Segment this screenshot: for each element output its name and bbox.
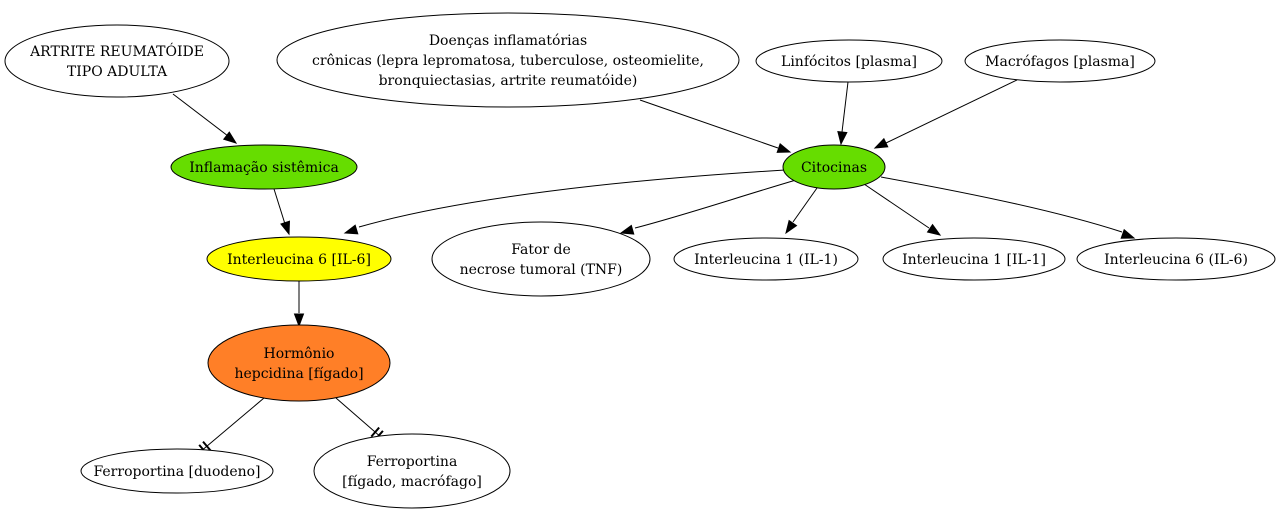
edge-inflamacao-to-il6a <box>273 188 291 236</box>
node-label: Fator de <box>511 242 571 258</box>
edge-citocinas-to-il1b <box>863 183 942 236</box>
node-ellipse <box>80 448 274 494</box>
node-ferro_figado: Ferroportina [fígado, macrófago] <box>313 433 511 509</box>
node-ellipse <box>4 24 230 98</box>
arrowhead-icon <box>837 130 848 146</box>
node-label: [fígado, macrófago] <box>342 474 482 490</box>
node-label: Macrófagos [plasma] <box>985 54 1135 70</box>
node-label: necrose tumoral (TNF) <box>460 262 623 278</box>
edge-line <box>639 99 779 149</box>
edge-doencas-to-citocinas <box>639 99 792 153</box>
node-label: crônicas (lepra lepromatosa, tuberculose… <box>312 53 704 69</box>
edge-line <box>863 183 930 229</box>
node-il6b: Interleucina 6 (IL-6) <box>1076 237 1276 281</box>
node-label: Linfócitos [plasma] <box>781 54 917 70</box>
node-label: Doenças inflamatórias <box>429 33 587 49</box>
node-label: Interleucina 1 (IL-1) <box>694 252 838 268</box>
edge-linfocitos-to-citocinas <box>837 81 849 146</box>
node-label: Ferroportina <box>367 454 458 470</box>
node-ellipse <box>207 324 391 402</box>
node-ellipse <box>206 236 392 282</box>
arrowhead-icon <box>873 137 889 149</box>
node-label: Ferroportina [duodeno] <box>93 464 260 480</box>
edge-line <box>880 176 1123 233</box>
arrowhead-icon <box>343 224 359 235</box>
node-label: bronquiectasias, artrite reumatóide) <box>379 73 638 89</box>
arrowhead-icon <box>1120 228 1136 239</box>
arrowhead-icon <box>619 224 635 235</box>
arrowhead-icon <box>926 223 942 236</box>
node-tnf: Fator de necrose tumoral (TNF) <box>431 221 651 297</box>
arrowhead-icon <box>776 142 792 153</box>
node-label: ARTRITE REUMATÓIDE <box>29 42 204 60</box>
inhibition-tee-bar-2-icon <box>370 426 380 438</box>
edge-citocinas-to-il6b <box>880 176 1136 239</box>
node-doencas: Doenças inflamatórias crônicas (lepra lep… <box>276 12 740 108</box>
edge-hepcidina-to-ferro_figado <box>335 397 384 441</box>
edge-line <box>335 397 383 439</box>
edge-line <box>885 79 1018 144</box>
node-label: TIPO ADULTA <box>67 64 168 80</box>
node-ellipse <box>882 237 1066 281</box>
node-ellipse <box>673 237 859 281</box>
edge-line <box>792 187 818 223</box>
node-ellipse <box>782 144 886 190</box>
edge-il6a-to-hepcidina <box>293 281 305 328</box>
edge-line <box>358 169 786 228</box>
node-label: Interleucina 6 (IL-6) <box>1104 252 1248 268</box>
node-il6a: Interleucina 6 [IL-6] <box>206 236 392 282</box>
edge-artrite-to-inflamacao <box>172 93 238 144</box>
node-artrite: ARTRITE REUMATÓIDE TIPO ADULTA <box>4 24 230 98</box>
node-ellipse <box>276 12 740 108</box>
edge-macrofagos-to-citocinas <box>873 79 1018 149</box>
edge-hepcidina-to-ferro_duodeno <box>198 397 265 455</box>
node-ellipse <box>431 221 651 297</box>
edge-line <box>199 397 265 453</box>
node-label: hepcidina [fígado] <box>234 366 363 382</box>
arrowhead-icon <box>785 219 798 235</box>
node-linfocitos: Linfócitos [plasma] <box>755 39 943 83</box>
edge-line <box>273 188 286 225</box>
edge-line <box>841 81 849 133</box>
arrowhead-icon <box>293 313 305 328</box>
node-il1b: Interleucina 1 [IL-1] <box>882 237 1066 281</box>
node-ellipse <box>755 39 943 83</box>
nodes-layer: ARTRITE REUMATÓIDE TIPO ADULTA Doenças inf… <box>4 12 1276 509</box>
edge-line <box>634 179 797 229</box>
node-label: Inflamação sistêmica <box>189 160 339 176</box>
node-il1a: Interleucina 1 (IL-1) <box>673 237 859 281</box>
node-label: Citocinas <box>801 160 867 176</box>
arrowhead-icon <box>280 220 291 236</box>
edge-citocinas-to-il6a <box>343 169 786 235</box>
node-ellipse <box>313 433 511 509</box>
node-ellipse <box>1076 237 1276 281</box>
node-macrofagos: Macrófagos [plasma] <box>964 39 1156 83</box>
node-ellipse <box>170 144 358 190</box>
edge-citocinas-to-il1a <box>785 187 818 235</box>
edge-citocinas-to-tnf <box>619 179 797 235</box>
node-inflamacao: Inflamação sistêmica <box>170 144 358 190</box>
node-hepcidina: Hormônio hepcidina [fígado] <box>207 324 391 402</box>
edge-line <box>172 93 229 137</box>
arrowhead-icon <box>222 131 238 144</box>
node-citocinas: Citocinas <box>782 144 886 190</box>
node-ellipse <box>964 39 1156 83</box>
node-ferro_duodeno: Ferroportina [duodeno] <box>80 448 274 494</box>
node-label: Interleucina 1 [IL-1] <box>902 252 1046 268</box>
node-label: Hormônio <box>264 346 335 362</box>
node-label: Interleucina 6 [IL-6] <box>227 252 371 268</box>
inhibition-tee-bar-2-icon <box>202 440 212 452</box>
